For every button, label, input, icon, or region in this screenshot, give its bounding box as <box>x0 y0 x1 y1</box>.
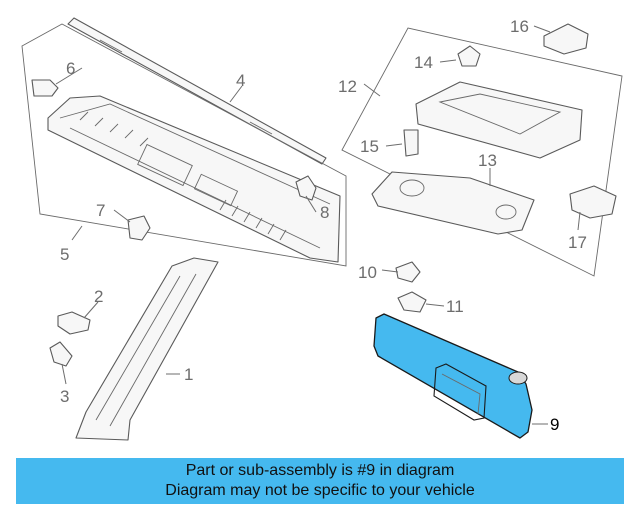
banner-line-2: Diagram may not be specific to your vehi… <box>165 482 475 499</box>
callout-17: 17 <box>568 233 587 252</box>
part-11-clip <box>397 291 427 313</box>
callout-9: 9 <box>550 415 559 434</box>
banner-line-1: Part or sub-assembly is #9 in diagram <box>185 462 455 479</box>
callout-8: 8 <box>320 203 329 222</box>
callout-2: 2 <box>94 287 103 306</box>
part-6-clip <box>31 79 59 97</box>
part-15-bulb <box>403 129 419 157</box>
callout-7: 7 <box>96 201 105 220</box>
sun-visor-mirror <box>433 363 487 421</box>
part-13-lamp-bezel <box>371 171 535 235</box>
part-5-trim-panel-group <box>21 23 347 267</box>
callout-6: 6 <box>66 59 75 78</box>
callout-11: 11 <box>446 297 464 316</box>
part-8-hook <box>295 175 317 201</box>
sun-visor-body[interactable] <box>373 313 533 439</box>
part-3-clip <box>49 341 73 367</box>
callout-14: 14 <box>414 53 433 72</box>
part-10-bracket <box>395 261 421 283</box>
part-14-bulb <box>457 45 481 67</box>
callout-12: 12 <box>338 77 357 96</box>
leader-lines <box>55 25 581 425</box>
callout-15: 15 <box>360 137 379 156</box>
callout-1: 1 <box>184 365 193 384</box>
parts-diagram: 6 4 7 8 5 1 2 3 14 16 12 15 13 17 10 11 … <box>21 17 623 441</box>
callout-16: 16 <box>510 17 529 36</box>
overhead-console-housing <box>415 81 583 159</box>
part-16-switch <box>543 23 589 55</box>
part-2-clip <box>57 311 91 335</box>
callout-13: 13 <box>478 151 497 170</box>
callout-3: 3 <box>60 387 69 406</box>
part-9-sun-visor[interactable] <box>373 313 533 439</box>
part-17-connector <box>569 185 617 219</box>
callout-4: 4 <box>236 71 245 90</box>
callout-5: 5 <box>60 245 69 264</box>
callout-10: 10 <box>358 263 377 282</box>
sun-visor-pivot <box>508 371 528 385</box>
part-12-overhead-console-group <box>341 27 623 277</box>
info-banner: Part or sub-assembly is #9 in diagram Di… <box>16 458 624 504</box>
part-7-clip <box>127 215 151 241</box>
part-1-pillar-trim <box>75 257 219 441</box>
